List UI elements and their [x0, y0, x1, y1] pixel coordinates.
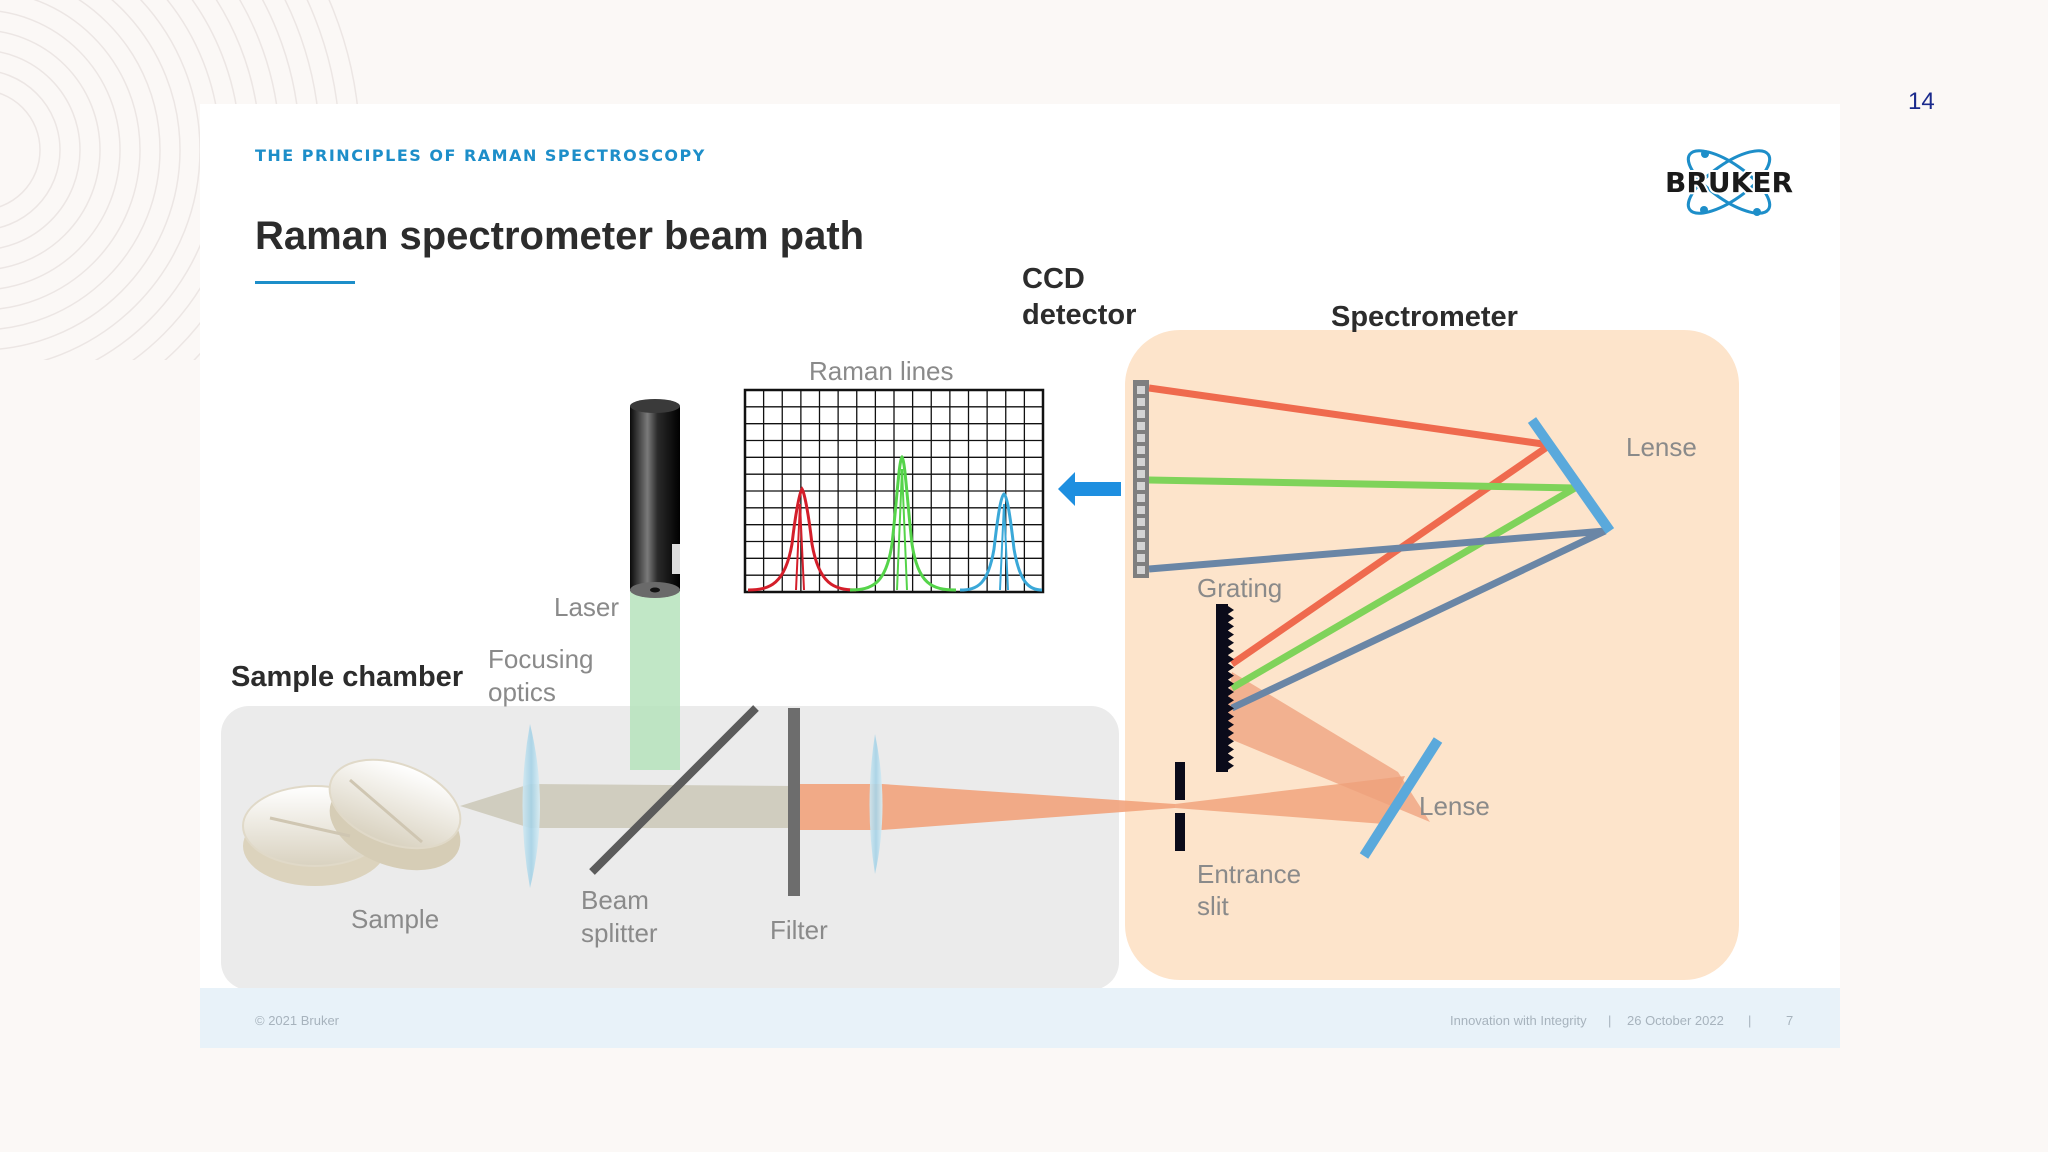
beam-splitter-icon: [589, 705, 759, 875]
ccd-label-line2: detector: [1022, 299, 1136, 331]
raman-lines-label: Raman lines: [809, 356, 954, 386]
lense-mirror-bottom-icon: [1359, 737, 1443, 859]
laser-icon: [630, 399, 680, 598]
raman-lines-chart: [743, 388, 1045, 594]
slide-footer: [200, 988, 1840, 1048]
title-underline: [255, 281, 355, 284]
laser-beam: [630, 590, 680, 770]
lense-to-grating-beam: [1223, 672, 1430, 822]
sample-chamber-label: Sample chamber: [231, 661, 463, 693]
beam-path-diagram: CCD detector Spectrometer Sample chamber…: [221, 263, 1739, 988]
spectrometer-label: Spectrometer: [1331, 301, 1518, 333]
sample-pills-icon: [242, 758, 462, 886]
focusing-label-line2: optics: [488, 677, 556, 707]
slide-title: Raman spectrometer beam path: [255, 214, 865, 258]
sample-chamber-area: [221, 706, 1119, 988]
grating-icon: [1216, 604, 1234, 772]
footer-separator: |: [1608, 1013, 1612, 1028]
lense-mirror-top-icon: [1527, 417, 1615, 534]
blue-raman-peak: [959, 492, 1043, 592]
slit-to-lense-beam: [1175, 776, 1405, 824]
section-kicker: THE PRINCIPLES OF RAMAN SPECTROSCOPY: [255, 146, 706, 165]
beam-splitter-label-line2: splitter: [581, 918, 658, 948]
filter-label: Filter: [770, 915, 828, 945]
slide: THE PRINCIPLES OF RAMAN SPECTROSCOPY Ram…: [200, 104, 1840, 1048]
footer-separator: |: [1748, 1013, 1752, 1028]
lense-bottom-label: Lense: [1419, 791, 1490, 821]
atom-orbit-icon: [1686, 149, 1772, 215]
entrance-label-line1: Entrance: [1197, 859, 1301, 889]
sample-beam: [460, 784, 794, 828]
lense-top-label: Lense: [1626, 432, 1697, 462]
collection-lens-icon: [869, 734, 883, 874]
focusing-label-line1: Focusing: [488, 644, 594, 674]
signal-arrow-icon: [1058, 472, 1121, 506]
footer-tagline: Innovation with Integrity: [1450, 1013, 1587, 1028]
spectral-rays: [1148, 384, 1607, 712]
footer-date: 26 October 2022: [1627, 1013, 1724, 1028]
page-number: 14: [1908, 88, 1935, 115]
laser-label: Laser: [554, 592, 619, 622]
focusing-lens-icon: [522, 724, 540, 888]
sample-label: Sample: [351, 904, 439, 934]
ccd-label-line1: CCD: [1022, 263, 1085, 295]
green-raman-peak: [849, 454, 957, 592]
beam-splitter-label-line1: Beam: [581, 885, 649, 915]
bruker-logo: BRUKER: [1663, 149, 1795, 216]
entrance-slit-icon: [1175, 762, 1185, 800]
red-raman-peak: [747, 486, 857, 592]
entrance-label-line2: slit: [1197, 891, 1230, 921]
footer-page-ref: 7: [1786, 1013, 1794, 1028]
footer-copyright: © 2021 Bruker: [255, 1013, 340, 1028]
filtered-beam: [794, 784, 1175, 830]
logo-wordmark: BRUKER: [1665, 166, 1793, 199]
grating-label: Grating: [1197, 573, 1282, 603]
ccd-detector-icon: [1133, 380, 1149, 578]
